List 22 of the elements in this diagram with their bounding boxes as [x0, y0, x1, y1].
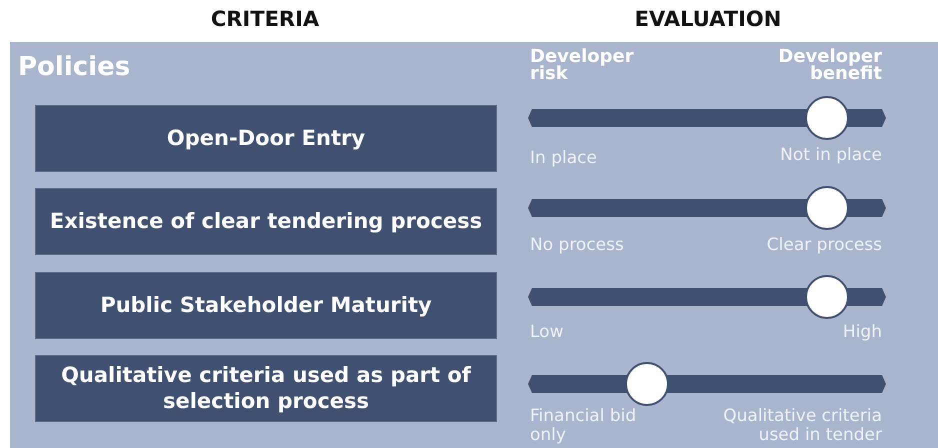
scale-end-label: Developer risk: [530, 48, 635, 82]
scale-value-label: In place: [530, 149, 597, 168]
criterion-box: [35, 105, 497, 172]
scale-value-label: Clear process: [766, 236, 882, 255]
scale-value-label: Financial bid only: [530, 407, 638, 444]
column-heading: CRITERIA: [210, 8, 320, 32]
criterion-box: [35, 355, 497, 422]
scale-value-label: Low: [530, 323, 564, 342]
criterion-label: Public Stakeholder Maturity: [99, 292, 433, 318]
column-heading: EVALUATION: [634, 8, 782, 32]
panel-heading: Policies: [18, 52, 130, 84]
scale-value-label: High: [842, 323, 882, 342]
scale-value-label: No process: [530, 236, 624, 255]
criterion-label: Qualitative criteria used as part of selection process: [60, 363, 472, 414]
criterion-box: [35, 272, 497, 339]
criterion-box: [35, 188, 497, 255]
criterion-label: Existence of clear tendering process: [48, 208, 484, 234]
criterion-label: Open-Door Entry: [166, 126, 366, 152]
scale-value-label: Not in place: [780, 146, 882, 165]
scale-value-label: Qualitative criteria used in tender: [722, 407, 882, 444]
panel-background: [10, 42, 938, 448]
scale-end-label: Developer benefit: [777, 48, 882, 82]
